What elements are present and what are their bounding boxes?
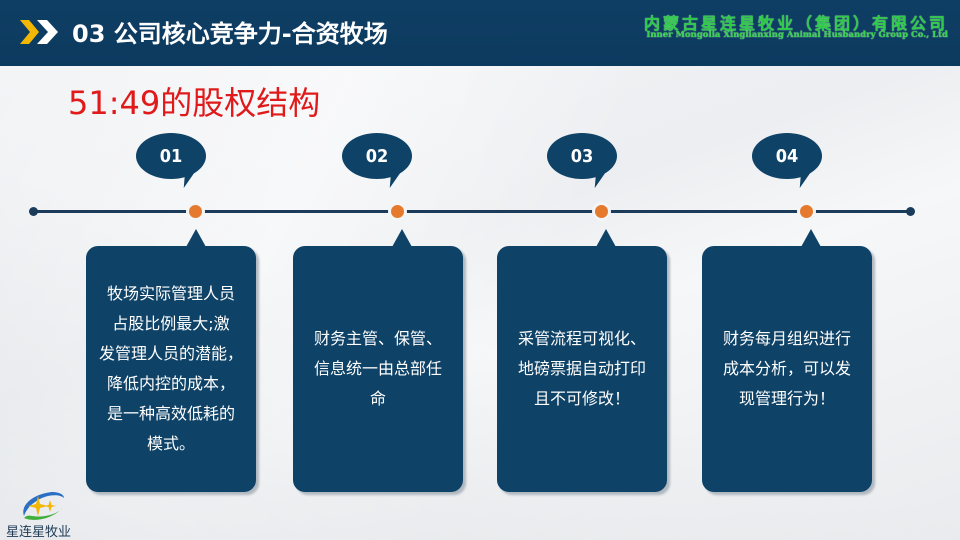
step-number-bubble-1: 01 bbox=[136, 133, 206, 179]
header-bar: 03 公司核心竞争力-合资牧场 内蒙古星连星牧业（集团）有限公司 Inner M… bbox=[0, 0, 960, 66]
timeline-node-1 bbox=[186, 202, 205, 221]
company-name-cn: 内蒙古星连星牧业（集团）有限公司 bbox=[643, 14, 948, 33]
logo-text: 星连星牧业 bbox=[6, 525, 72, 540]
timeline-end-dot bbox=[906, 207, 915, 216]
step-card-1: 牧场实际管理人员 占股比例最大;激 发管理人员的潜能， 降低内控的成本， 是一种… bbox=[86, 246, 256, 492]
timeline-node-3 bbox=[592, 202, 611, 221]
step-number-bubble-4: 04 bbox=[752, 133, 822, 179]
timeline-line bbox=[33, 210, 911, 213]
star-swoosh-logo-icon bbox=[23, 492, 64, 520]
page-title: 03 公司核心竞争力-合资牧场 bbox=[72, 20, 388, 48]
company-name-en: Inner Mongolia Xinglianxing Animal Husba… bbox=[646, 30, 948, 40]
step-number-bubble-3: 03 bbox=[547, 133, 617, 179]
section-title: 51:49的股权结构 bbox=[68, 84, 321, 122]
card-pointer bbox=[186, 229, 206, 247]
step-number: 01 bbox=[159, 145, 183, 167]
card-pointer bbox=[596, 229, 616, 247]
double-chevron-icon bbox=[20, 20, 58, 44]
step-number: 04 bbox=[775, 145, 799, 167]
step-number: 03 bbox=[570, 145, 594, 167]
step-card-3: 采管流程可视化、 地磅票据自动打印 且不可修改！ bbox=[497, 246, 667, 492]
step-description: 采管流程可视化、 地磅票据自动打印 且不可修改！ bbox=[517, 329, 646, 408]
card-pointer bbox=[801, 229, 821, 247]
step-description: 牧场实际管理人员 占股比例最大;激 发管理人员的潜能， 降低内控的成本， 是一种… bbox=[98, 284, 243, 453]
timeline-node-4 bbox=[797, 202, 816, 221]
step-number-bubble-2: 02 bbox=[342, 133, 412, 179]
step-description: 财务每月组织进行 成本分析，可以发 现管理行为！ bbox=[722, 329, 851, 408]
card-pointer bbox=[392, 229, 412, 247]
step-description: 财务主管、保管、 信息统一由总部任 命 bbox=[313, 329, 442, 408]
timeline-start-dot bbox=[29, 207, 38, 216]
step-card-4: 财务每月组织进行 成本分析，可以发 现管理行为！ bbox=[702, 246, 872, 492]
timeline-node-2 bbox=[388, 202, 407, 221]
step-number: 02 bbox=[365, 145, 389, 167]
step-card-2: 财务主管、保管、 信息统一由总部任 命 bbox=[293, 246, 463, 492]
